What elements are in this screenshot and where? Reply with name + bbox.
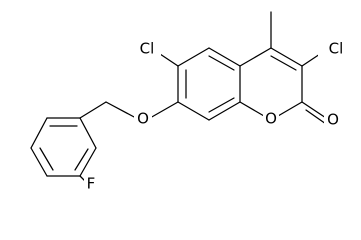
- bond-pyr-2-inner: [270, 55, 297, 71]
- bond-pyr-5: [239, 101, 265, 117]
- bond-pyr-2: [270, 47, 303, 67]
- atom-label-cl-right: Cl: [329, 40, 344, 58]
- bond-o-ar: [149, 101, 179, 119]
- bond-ph-ch2: [79, 101, 107, 119]
- atom-label-o-ring: O: [265, 110, 277, 128]
- label-mask-cl-left: [135, 38, 161, 60]
- atom-label-cl-left: Cl: [140, 40, 155, 58]
- bond-carbonyl-2: [305, 109, 327, 125]
- bond-ph-2: [79, 117, 97, 149]
- bond-ph-6: [30, 117, 48, 149]
- bond-ar-6: [177, 101, 210, 121]
- label-mask-o-ring: [263, 110, 279, 128]
- bond-carbonyl-1: [301, 101, 327, 119]
- bond-ar-3: [208, 47, 241, 67]
- bond-ph-5: [30, 147, 48, 177]
- bond-ph-3: [79, 147, 97, 177]
- atom-label-o-carbonyl: O: [327, 111, 339, 129]
- label-mask-o-ether: [134, 109, 152, 129]
- label-mask-f: [84, 178, 98, 192]
- chemical-structure-canvas: Cl Cl O O O F: [30, 11, 348, 193]
- bond-ar-5: [208, 101, 241, 121]
- bond-ar-5-inner: [208, 97, 235, 113]
- atom-label-o-ether: O: [137, 110, 149, 128]
- atom-label-f: F: [87, 175, 96, 193]
- molecule-drawing: Cl Cl O O O F: [30, 11, 348, 193]
- bond-ch2-o: [105, 101, 137, 119]
- bond-pyr-1: [239, 47, 272, 67]
- bond-ar-3-inner: [208, 55, 235, 71]
- label-mask-cl-right: [318, 38, 348, 60]
- label-mask-o-carbonyl: [324, 110, 342, 130]
- bond-ar-2: [177, 47, 210, 67]
- bond-ph-5-inner: [39, 147, 54, 171]
- bond-pyr-4: [277, 101, 303, 117]
- bond-ph-3-inner: [74, 148, 89, 171]
